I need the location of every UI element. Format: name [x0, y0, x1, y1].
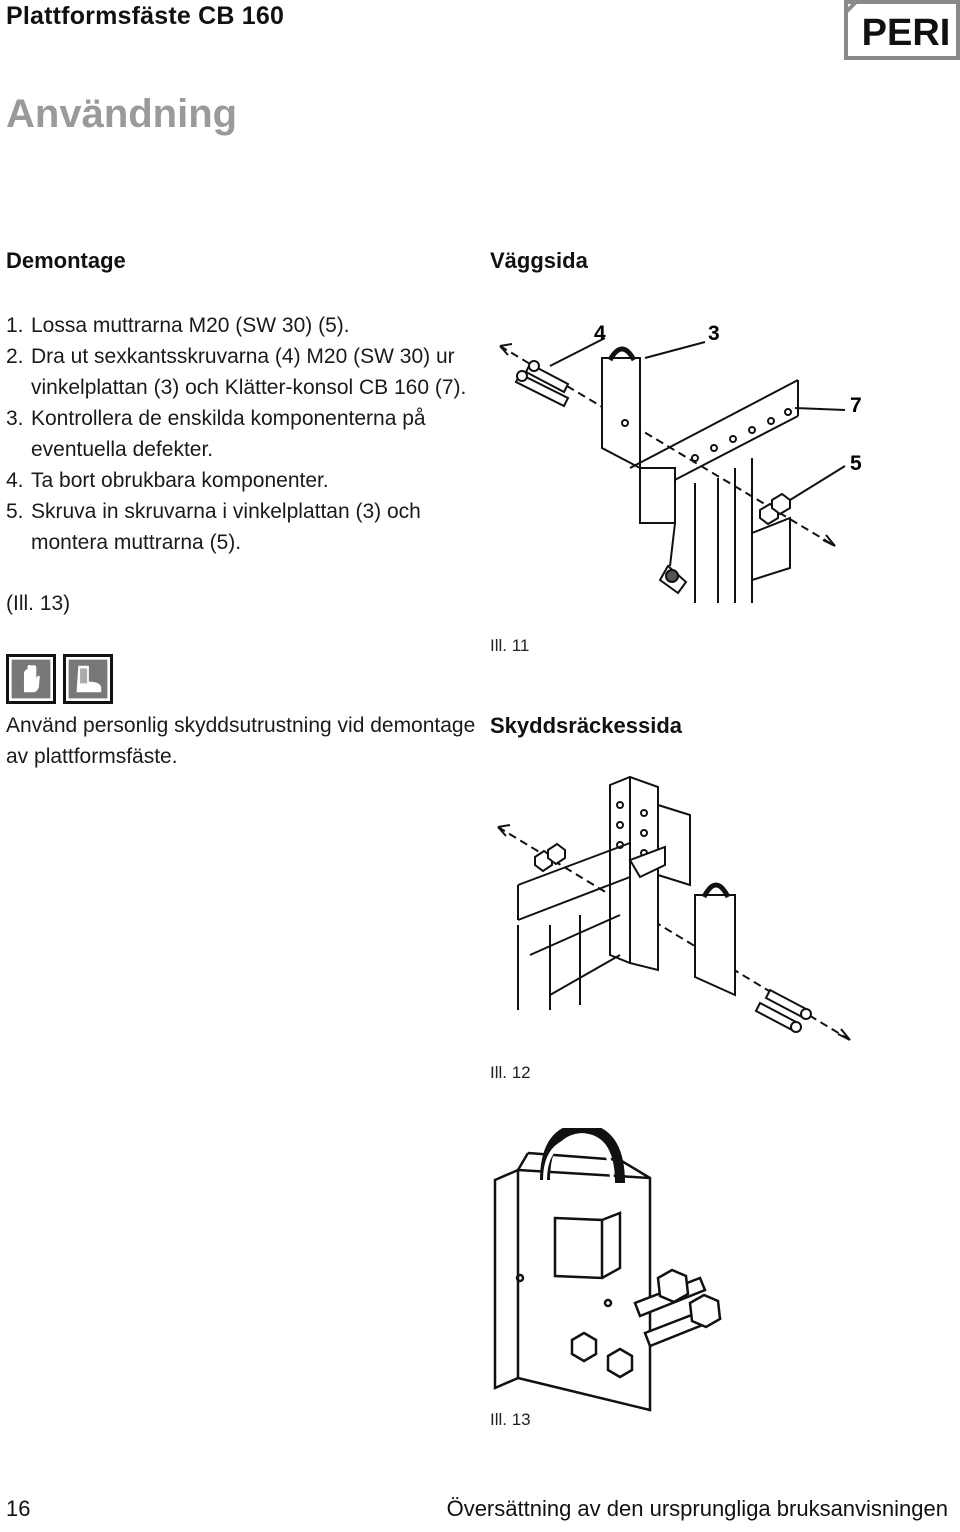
section-title: Användning — [6, 92, 238, 136]
step-item: 3.Kontrollera de enskilda komponenterna … — [6, 407, 426, 461]
callout-3: 3 — [708, 322, 720, 345]
document-title: Plattformsfäste CB 160 — [6, 2, 285, 30]
ppe-icons — [6, 654, 113, 704]
callout-7: 7 — [850, 394, 862, 417]
peri-logo: PERI — [844, 0, 960, 60]
wall-side-illustration: 4 3 7 5 — [499, 322, 862, 603]
dismantling-heading: Demontage — [6, 248, 126, 273]
step-item: 4.Ta bort obrukbara komponenter. — [6, 469, 329, 492]
figure-caption-13: Ill. 13 — [490, 1410, 531, 1429]
logo-text: PERI — [862, 12, 951, 54]
guardrail-side-heading: Skyddsräckessida — [490, 713, 683, 738]
footer-text: Översättning av den ursprungliga bruksan… — [446, 1496, 948, 1521]
step-item: 1.Lossa muttrarna M20 (SW 30) (5). — [6, 314, 350, 337]
gloves-icon — [6, 654, 56, 704]
step-item: 2.Dra ut sexkantsskruvarna (4) M20 (SW 3… — [6, 345, 467, 399]
step-item: 5.Skruva in skruvarna i vinkelplattan (3… — [6, 500, 421, 554]
illustration-reference: (Ill. 13) — [6, 592, 71, 615]
ppe-note: Använd personlig skyddsutrustning vid de… — [6, 714, 476, 768]
guardrail-side-illustration — [497, 775, 851, 1041]
detail-illustration — [493, 1128, 722, 1412]
safety-boot-icon — [63, 654, 113, 704]
page-number: 16 — [6, 1496, 31, 1521]
dismantling-steps: 1.Lossa muttrarna M20 (SW 30) (5). 2.Dra… — [6, 310, 476, 558]
figure-caption-12: Ill. 12 — [490, 1063, 531, 1082]
callout-4: 4 — [594, 322, 606, 345]
figure-caption-11: Ill. 11 — [490, 636, 530, 655]
callout-5: 5 — [850, 452, 862, 475]
wall-side-heading: Väggsida — [490, 248, 588, 273]
